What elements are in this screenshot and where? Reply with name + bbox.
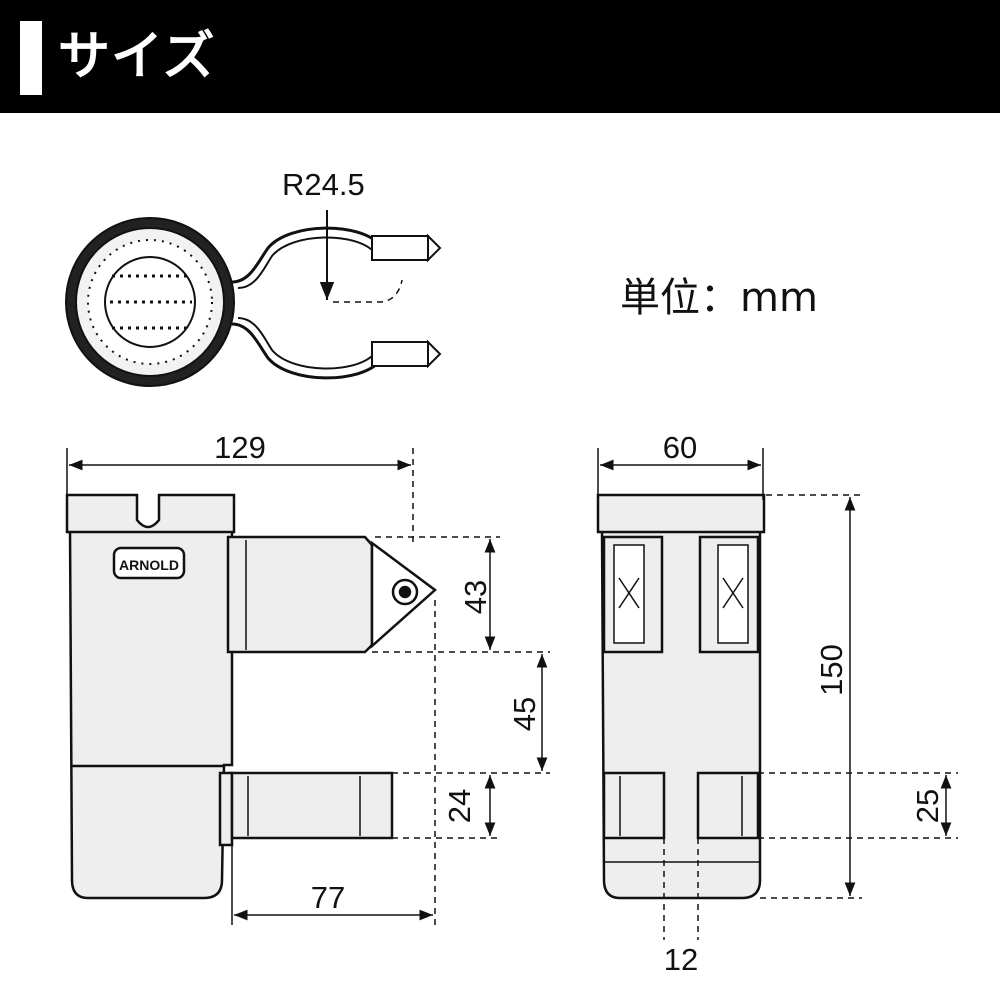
brand-logo-badge — [112, 546, 186, 580]
radius-label: R24.5 — [282, 167, 365, 202]
header-bar: サイズ — [0, 0, 1000, 113]
dim-150-label: 150 — [814, 644, 849, 696]
dim-24-label: 24 — [442, 789, 477, 823]
side-lower-strap-left — [602, 771, 666, 840]
dim-25-label: 25 — [910, 789, 945, 823]
dim-45-label: 45 — [507, 697, 542, 731]
upper-clamp — [226, 535, 374, 654]
dim-60-label: 60 — [663, 430, 697, 465]
brand-logo-text: ARNOLD — [119, 557, 179, 573]
cup-body — [68, 528, 234, 900]
lower-clamp — [230, 771, 394, 840]
front-dimensions — [66, 448, 550, 925]
cup-rim — [65, 493, 236, 534]
top-view-grip-dots — [110, 274, 192, 330]
dim-129-label: 129 — [214, 430, 266, 465]
unit-label: 単位：mm — [620, 275, 818, 321]
radius-guide — [333, 279, 403, 303]
front-view — [65, 493, 437, 900]
top-view — [65, 210, 442, 387]
side-view — [596, 493, 766, 900]
top-view-clamp-upper — [231, 226, 382, 284]
top-view-bolt-lower — [371, 341, 429, 367]
dim-77-label: 77 — [311, 880, 345, 915]
side-lower-strap-right — [696, 771, 760, 840]
dim-43-label: 43 — [458, 580, 493, 614]
page-title: サイズ — [58, 27, 216, 87]
side-rim — [596, 493, 766, 534]
top-view-clamp-lower — [231, 322, 382, 380]
dim-12-label: 12 — [664, 942, 698, 977]
header-accent-bar — [20, 21, 42, 95]
top-view-bolt-upper — [371, 235, 429, 261]
side-dimensions — [597, 448, 958, 940]
